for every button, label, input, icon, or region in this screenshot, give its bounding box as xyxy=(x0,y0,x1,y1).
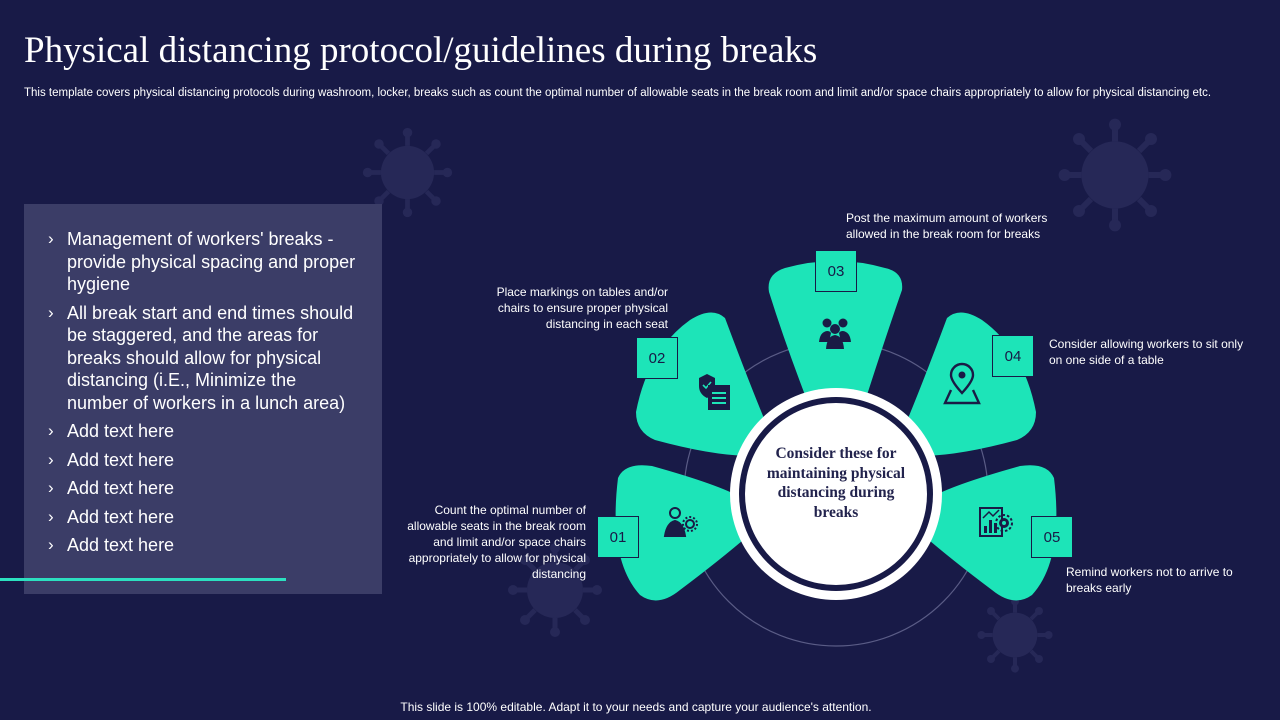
bullet-list: › Management of workers' breaks - provide… xyxy=(48,228,358,563)
bullet-item: › Add text here xyxy=(48,477,358,500)
bullet-text: Add text here xyxy=(67,421,175,441)
step-number-02: 02 xyxy=(636,337,678,379)
bullet-text: All break start and end times should be … xyxy=(67,302,354,413)
virus-decoration-icon xyxy=(362,127,453,218)
panel-accent-line xyxy=(0,578,286,581)
chevron-right-icon: › xyxy=(48,535,54,554)
group-people-icon xyxy=(819,318,851,349)
bullet-panel: › Management of workers' breaks - provide… xyxy=(24,204,382,594)
slide-footer: This slide is 100% editable. Adapt it to… xyxy=(400,700,872,714)
bullet-item: › Add text here xyxy=(48,534,358,557)
step-text-02: Place markings on tables and/or chairs t… xyxy=(496,285,668,331)
step-text-01: Count the optimal number of allowable se… xyxy=(407,503,586,581)
chevron-right-icon: › xyxy=(48,478,54,497)
shield-document-icon xyxy=(699,374,730,410)
virus-decoration-icon xyxy=(977,597,1053,673)
center-caption: Consider these for maintaining physical … xyxy=(766,445,906,521)
step-number-01: 01 xyxy=(597,516,639,558)
step-text-03: Post the maximum amount of workers allow… xyxy=(846,211,1048,241)
chevron-right-icon: › xyxy=(48,421,54,440)
slide-title: Physical distancing protocol/guidelines … xyxy=(24,30,818,71)
map-pin-icon xyxy=(943,362,981,405)
bullet-text: Add text here xyxy=(67,535,175,555)
bullet-text: Management of workers' breaks - provide … xyxy=(67,229,356,294)
bullet-item: › Management of workers' breaks - provide… xyxy=(48,228,358,296)
virus-decoration-icon xyxy=(1058,118,1172,232)
virus-decoration-icon xyxy=(508,543,602,637)
bullet-text: Add text here xyxy=(67,478,175,498)
slide-subtitle: This template covers physical distancing… xyxy=(24,87,1212,99)
bullet-text: Add text here xyxy=(67,506,175,527)
bullet-item: › Add text here xyxy=(48,506,358,529)
bullet-item: › Add text here xyxy=(48,449,358,472)
step-number-05: 05 xyxy=(1031,516,1073,558)
step-text-05: Remind workers not to arrive to breaks e… xyxy=(1066,565,1233,595)
bullet-item: › Add text here xyxy=(48,420,358,443)
chevron-right-icon: › xyxy=(48,449,54,469)
chart-settings-icon xyxy=(979,507,1013,537)
center-circle xyxy=(745,403,927,585)
chevron-right-icon: › xyxy=(48,506,54,526)
chevron-right-icon: › xyxy=(48,229,54,248)
bullet-item: › All break start and end times should be… xyxy=(48,302,358,415)
bullet-text: Add text here xyxy=(67,449,175,470)
chevron-right-icon: › xyxy=(48,302,54,322)
worker-settings-icon xyxy=(663,507,698,537)
step-number-04: 04 xyxy=(992,335,1034,377)
step-text-04: Consider allowing workers to sit only on… xyxy=(1049,337,1244,367)
step-number-03: 03 xyxy=(815,250,857,292)
